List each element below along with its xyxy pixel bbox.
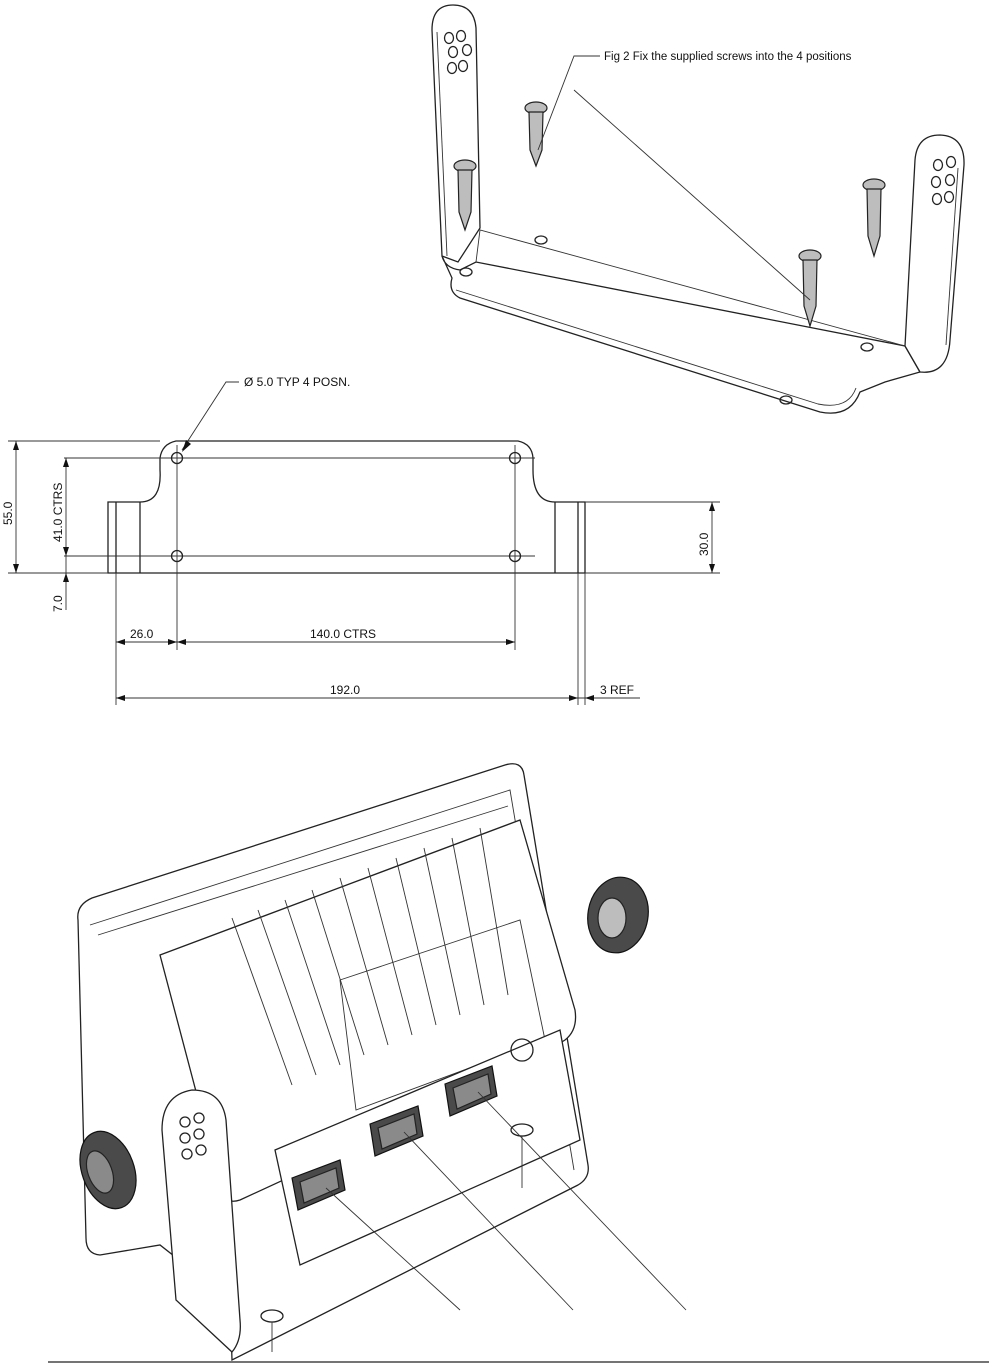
dim-overall-width: 192.0 bbox=[330, 683, 360, 697]
screw-4 bbox=[799, 250, 821, 326]
figure-callout: Fig 2 Fix the supplied screws into the 4… bbox=[604, 51, 852, 63]
bracket-drawing: Ø 5.0 TYP 4 POSN. 55.0 41.0 CTRS 7.0 30.… bbox=[1, 375, 720, 705]
screw-3 bbox=[863, 179, 885, 256]
dim-hole-ctrs: 140.0 CTRS bbox=[310, 627, 376, 641]
dim-ctrs-height: 41.0 CTRS bbox=[51, 483, 65, 542]
dim-thickness: 3 REF bbox=[600, 683, 634, 697]
bracket-isometric: Fig 2 Fix the supplied screws into the 4… bbox=[432, 5, 964, 413]
hole-note: Ø 5.0 TYP 4 POSN. bbox=[244, 375, 350, 389]
dim-left-offset: 26.0 bbox=[130, 627, 154, 641]
dim-overall-height: 55.0 bbox=[1, 501, 15, 525]
unit-rear-isometric bbox=[70, 764, 686, 1360]
dim-side-height: 30.0 bbox=[697, 532, 711, 556]
dim-bottom-offset: 7.0 bbox=[51, 595, 65, 612]
knob-right bbox=[582, 872, 654, 957]
